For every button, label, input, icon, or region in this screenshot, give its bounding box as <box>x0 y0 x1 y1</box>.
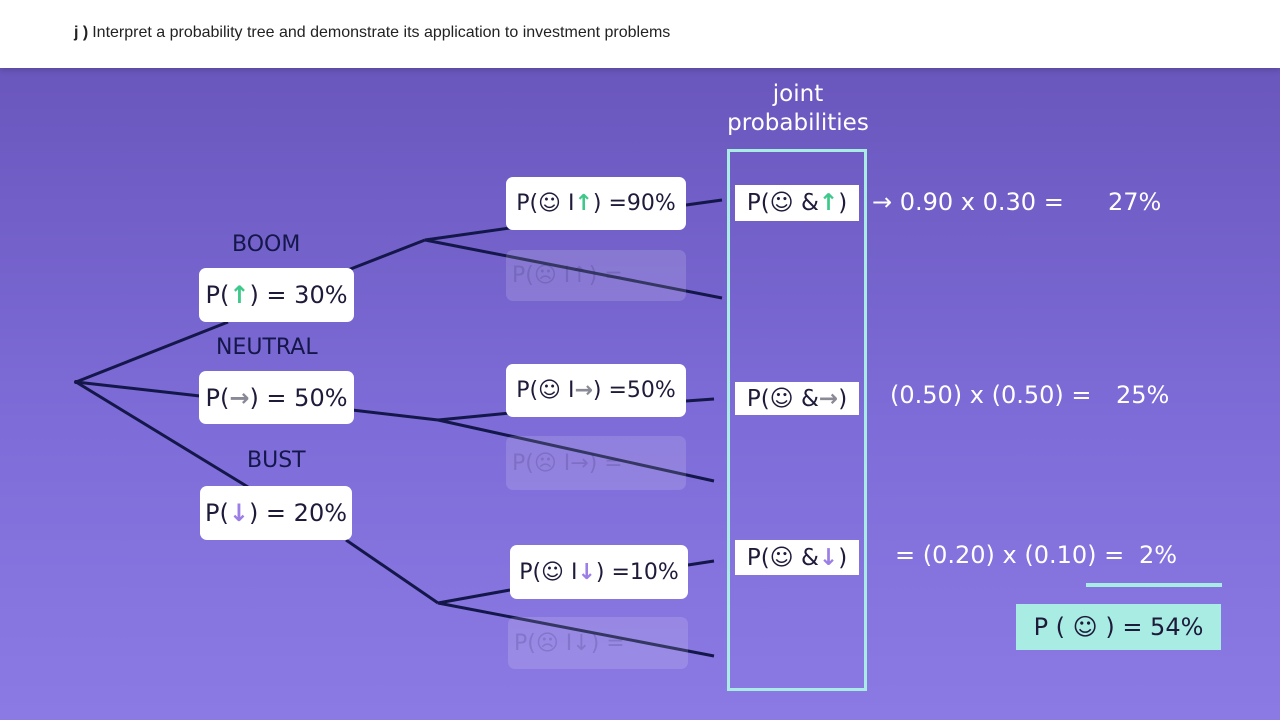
scenario-prob-neutral: P(→) = 50% <box>199 371 354 424</box>
prob-value: ) = 50% <box>249 383 348 412</box>
prob-prefix: P( <box>205 281 230 309</box>
up-arrow-icon: ↑ <box>574 191 593 216</box>
calc-expression-boom: → 0.90 x 0.30 = <box>872 188 1064 216</box>
prob-value: ) = 20% <box>248 499 348 527</box>
branch-root-neutral <box>75 380 201 398</box>
branch-neutral-up <box>437 411 511 422</box>
scenario-label-boom: BOOM <box>232 232 301 257</box>
joint-title-line1: joint <box>772 81 824 107</box>
right-arrow-icon: → <box>570 450 589 476</box>
prob-prefix: P( <box>205 383 230 412</box>
total-probability: P ( ☺ ) = 54% <box>1033 613 1204 641</box>
right-arrow-icon: → <box>818 385 839 412</box>
cond-faded-value: ) = <box>590 630 625 656</box>
branch-boom-up <box>424 226 511 242</box>
down-arrow-icon: ↓ <box>818 544 839 571</box>
conditional-prob-boom-faded: P(☹ I↑) = <box>506 250 686 301</box>
branch-root-bust <box>75 380 249 489</box>
joint-prefix: P(☺ & <box>746 544 819 571</box>
cond-value: ) =50% <box>592 378 676 403</box>
joint-prob-neutral: P(☺ &→) <box>735 382 859 415</box>
calc-expression-neutral: (0.50) x (0.50) = <box>890 381 1092 409</box>
branch-bust-up <box>437 588 511 605</box>
cond-value: ) =90% <box>592 191 676 216</box>
conditional-prob-neutral-faded: P(☹ I→) = <box>506 436 686 490</box>
down-arrow-icon: ↓ <box>228 499 249 527</box>
cond-prefix: P(☺ I <box>516 191 575 216</box>
branch-bust-down <box>437 601 715 658</box>
scenario-prob-bust: P(↓) = 20% <box>200 486 352 540</box>
scenario-label-bust: BUST <box>247 448 306 473</box>
joint-suffix: ) <box>838 190 848 216</box>
calc-result-bust: 2% <box>1139 541 1178 569</box>
conditional-prob-bust-faded: P(☹ I↓) = <box>508 617 688 669</box>
joint-title-line2: probabilities <box>727 110 869 136</box>
calc-result-boom: 27% <box>1108 188 1162 216</box>
conditional-prob-neutral: P(☺ I→) =50% <box>506 364 686 417</box>
up-arrow-icon: ↑ <box>570 263 589 288</box>
conditional-prob-boom: P(☺ I↑) =90% <box>506 177 686 230</box>
sum-underline <box>1086 583 1222 587</box>
joint-suffix: ) <box>838 385 848 412</box>
branch-boom-down <box>424 238 723 300</box>
branch-neutral-joint <box>685 397 715 403</box>
joint-prob-boom: P(☺ &↑) <box>735 185 859 221</box>
joint-prefix: P(☺ & <box>746 385 819 412</box>
joint-probabilities-title: joint probabilities <box>700 80 896 138</box>
branch-neutral-down <box>437 418 715 483</box>
conditional-prob-bust: P(☺ I↓) =10% <box>510 545 688 599</box>
prob-value: ) = 30% <box>249 281 348 309</box>
scenario-prob-boom: P(↑) = 30% <box>199 268 354 322</box>
down-arrow-icon: ↓ <box>572 630 591 656</box>
root-node <box>74 380 78 384</box>
calc-expression-bust: = (0.20) x (0.10) = <box>895 541 1125 569</box>
slide-title-text: Interpret a probability tree and demonst… <box>92 24 671 41</box>
branch-neutral-node <box>351 408 439 422</box>
down-arrow-icon: ↓ <box>577 559 596 585</box>
cond-value: ) =10% <box>595 559 679 585</box>
joint-suffix: ) <box>838 544 848 571</box>
joint-prob-bust: P(☺ &↓) <box>735 540 859 575</box>
joint-probabilities-frame <box>727 149 867 691</box>
calc-result-neutral: 25% <box>1116 381 1170 409</box>
cond-faded-prefix: P(☹ I <box>512 263 571 288</box>
total-probability-box: P ( ☺ ) = 54% <box>1016 604 1221 650</box>
branch-boom-node <box>347 238 426 272</box>
scenario-label-neutral: NEUTRAL <box>216 335 318 360</box>
cond-faded-value: ) = <box>588 263 623 288</box>
right-arrow-icon: → <box>229 383 250 412</box>
up-arrow-icon: ↑ <box>818 190 839 216</box>
cond-faded-value: ) = <box>588 450 623 476</box>
prob-prefix: P( <box>204 499 229 527</box>
cond-faded-prefix: P(☹ I <box>512 450 571 476</box>
joint-prefix: P(☺ & <box>746 190 819 216</box>
branch-bust-joint <box>687 559 715 567</box>
branch-root-boom <box>75 320 229 384</box>
cond-prefix: P(☺ I <box>519 559 578 585</box>
slide-title-prefix: j ) <box>74 24 89 41</box>
up-arrow-icon: ↑ <box>229 281 250 309</box>
slide-title: j )Interpret a probability tree and demo… <box>74 24 670 42</box>
cond-faded-prefix: P(☹ I <box>514 630 573 656</box>
branch-boom-joint <box>685 198 723 207</box>
branch-bust-node <box>345 538 439 605</box>
cond-prefix: P(☺ I <box>516 378 575 403</box>
right-arrow-icon: → <box>574 378 593 403</box>
header-bar: j )Interpret a probability tree and demo… <box>0 0 1280 68</box>
